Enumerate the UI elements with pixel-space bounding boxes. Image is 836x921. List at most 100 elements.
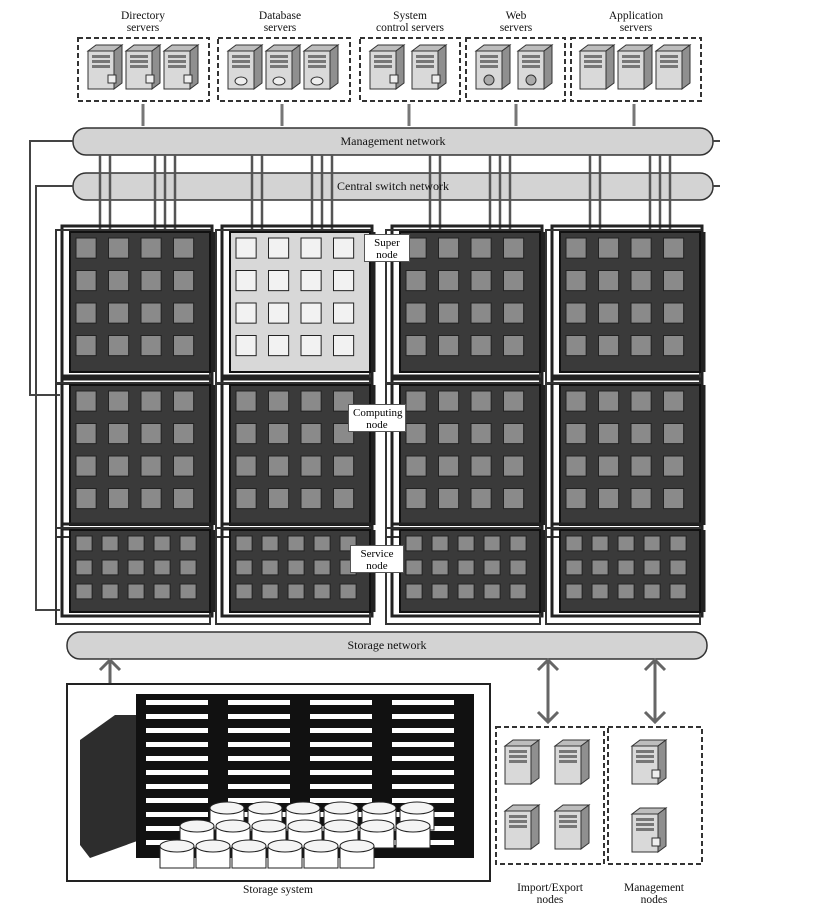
node-chip bbox=[510, 584, 526, 599]
console-icon bbox=[432, 75, 440, 83]
node-chip bbox=[510, 560, 526, 575]
rack-unit bbox=[386, 524, 544, 624]
node-chip bbox=[174, 303, 194, 323]
drive-bay bbox=[622, 60, 640, 63]
node-chip bbox=[599, 271, 619, 291]
node-chip bbox=[314, 536, 330, 551]
drive-bay bbox=[92, 55, 110, 58]
node-chip bbox=[301, 271, 321, 291]
node-chip bbox=[432, 560, 448, 575]
node-chip bbox=[406, 271, 426, 291]
drive-bay bbox=[559, 750, 577, 753]
node-chip bbox=[566, 391, 586, 411]
drive-bay bbox=[559, 755, 577, 758]
server-tower-icon bbox=[505, 740, 539, 784]
node-chip bbox=[128, 536, 144, 551]
node-chip bbox=[109, 456, 129, 476]
node-chip bbox=[141, 303, 161, 323]
rack-unit bbox=[386, 379, 544, 537]
globe-icon bbox=[484, 75, 494, 85]
storage-drawer bbox=[310, 756, 372, 761]
node-chip bbox=[301, 336, 321, 356]
tag-line: Computing bbox=[353, 407, 403, 419]
node-chip bbox=[406, 303, 426, 323]
management-network-label: Management network bbox=[73, 135, 713, 147]
drive-bay bbox=[416, 65, 434, 68]
storage-drawer bbox=[146, 812, 208, 817]
node-chip bbox=[102, 560, 118, 575]
drive-bay bbox=[660, 55, 678, 58]
web-servers-label: Web servers bbox=[476, 10, 556, 34]
storage-drawer bbox=[310, 728, 372, 733]
drive-bay bbox=[522, 55, 540, 58]
disk-top bbox=[304, 840, 338, 852]
drive-bay bbox=[622, 55, 640, 58]
node-chip bbox=[109, 391, 129, 411]
node-chip bbox=[504, 271, 524, 291]
drive-bay bbox=[559, 815, 577, 818]
disk-top bbox=[396, 820, 430, 832]
node-chip bbox=[301, 424, 321, 444]
node-chip bbox=[566, 560, 582, 575]
storage-drawer bbox=[392, 742, 454, 747]
node-chip bbox=[599, 303, 619, 323]
node-chip bbox=[644, 584, 660, 599]
rack-unit bbox=[56, 524, 214, 624]
drive-bay bbox=[232, 55, 250, 58]
node-chip bbox=[504, 336, 524, 356]
node-chip bbox=[471, 424, 491, 444]
drive-bay bbox=[559, 825, 577, 828]
node-chip bbox=[504, 424, 524, 444]
node-chip bbox=[432, 584, 448, 599]
storage-drawer bbox=[146, 714, 208, 719]
console-icon bbox=[108, 75, 116, 83]
server-tower-icon bbox=[618, 45, 652, 89]
disk-top bbox=[180, 820, 214, 832]
node-chip bbox=[128, 584, 144, 599]
rack-unit bbox=[546, 379, 704, 537]
database-icon bbox=[235, 77, 247, 85]
drive-bay bbox=[270, 55, 288, 58]
storage-drawer bbox=[310, 784, 372, 789]
rack-unit bbox=[216, 524, 374, 624]
node-chip bbox=[76, 560, 92, 575]
node-chip bbox=[439, 336, 459, 356]
disk-top bbox=[252, 820, 286, 832]
tower-side bbox=[581, 740, 589, 784]
label-line: servers bbox=[127, 22, 160, 34]
node-chip bbox=[109, 271, 129, 291]
node-chip bbox=[236, 391, 256, 411]
node-chip bbox=[269, 424, 289, 444]
disk-drum bbox=[304, 840, 338, 868]
node-chip bbox=[301, 489, 321, 509]
label-line: Import/Export bbox=[517, 882, 583, 894]
node-chip bbox=[504, 238, 524, 258]
server-tower-icon bbox=[518, 45, 552, 89]
drive-bay bbox=[636, 818, 654, 821]
storage-drawer bbox=[392, 728, 454, 733]
node-chip bbox=[631, 489, 651, 509]
node-chip bbox=[439, 303, 459, 323]
node-chip bbox=[236, 424, 256, 444]
node-chip bbox=[174, 391, 194, 411]
drive-bay bbox=[130, 60, 148, 63]
drive-bay bbox=[509, 750, 527, 753]
node-chip bbox=[599, 336, 619, 356]
rack-unit bbox=[546, 524, 704, 624]
node-chip bbox=[599, 489, 619, 509]
node-chip bbox=[141, 424, 161, 444]
node-chip bbox=[340, 584, 356, 599]
node-chip bbox=[174, 424, 194, 444]
node-chip bbox=[592, 560, 608, 575]
server-tower-icon bbox=[412, 45, 446, 89]
node-chip bbox=[236, 303, 256, 323]
storage-drawer bbox=[392, 756, 454, 761]
node-chip bbox=[592, 536, 608, 551]
node-chip bbox=[664, 271, 684, 291]
disk-drum bbox=[160, 840, 194, 868]
drive-bay bbox=[522, 60, 540, 63]
node-chip bbox=[262, 584, 278, 599]
node-chip bbox=[269, 391, 289, 411]
label-line: servers bbox=[500, 22, 533, 34]
node-chip bbox=[236, 560, 252, 575]
